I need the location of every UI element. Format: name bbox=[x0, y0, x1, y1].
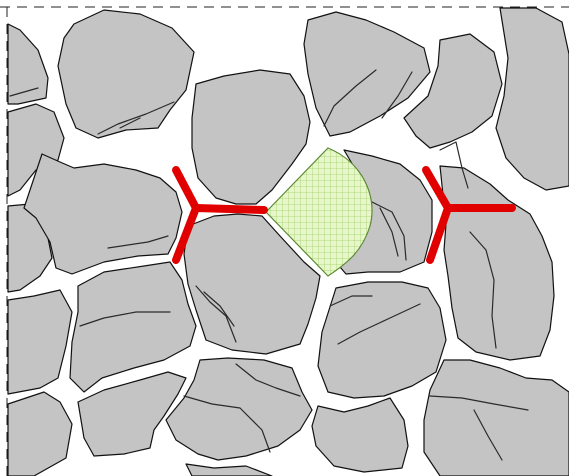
junction-left-arm-right bbox=[196, 208, 264, 210]
